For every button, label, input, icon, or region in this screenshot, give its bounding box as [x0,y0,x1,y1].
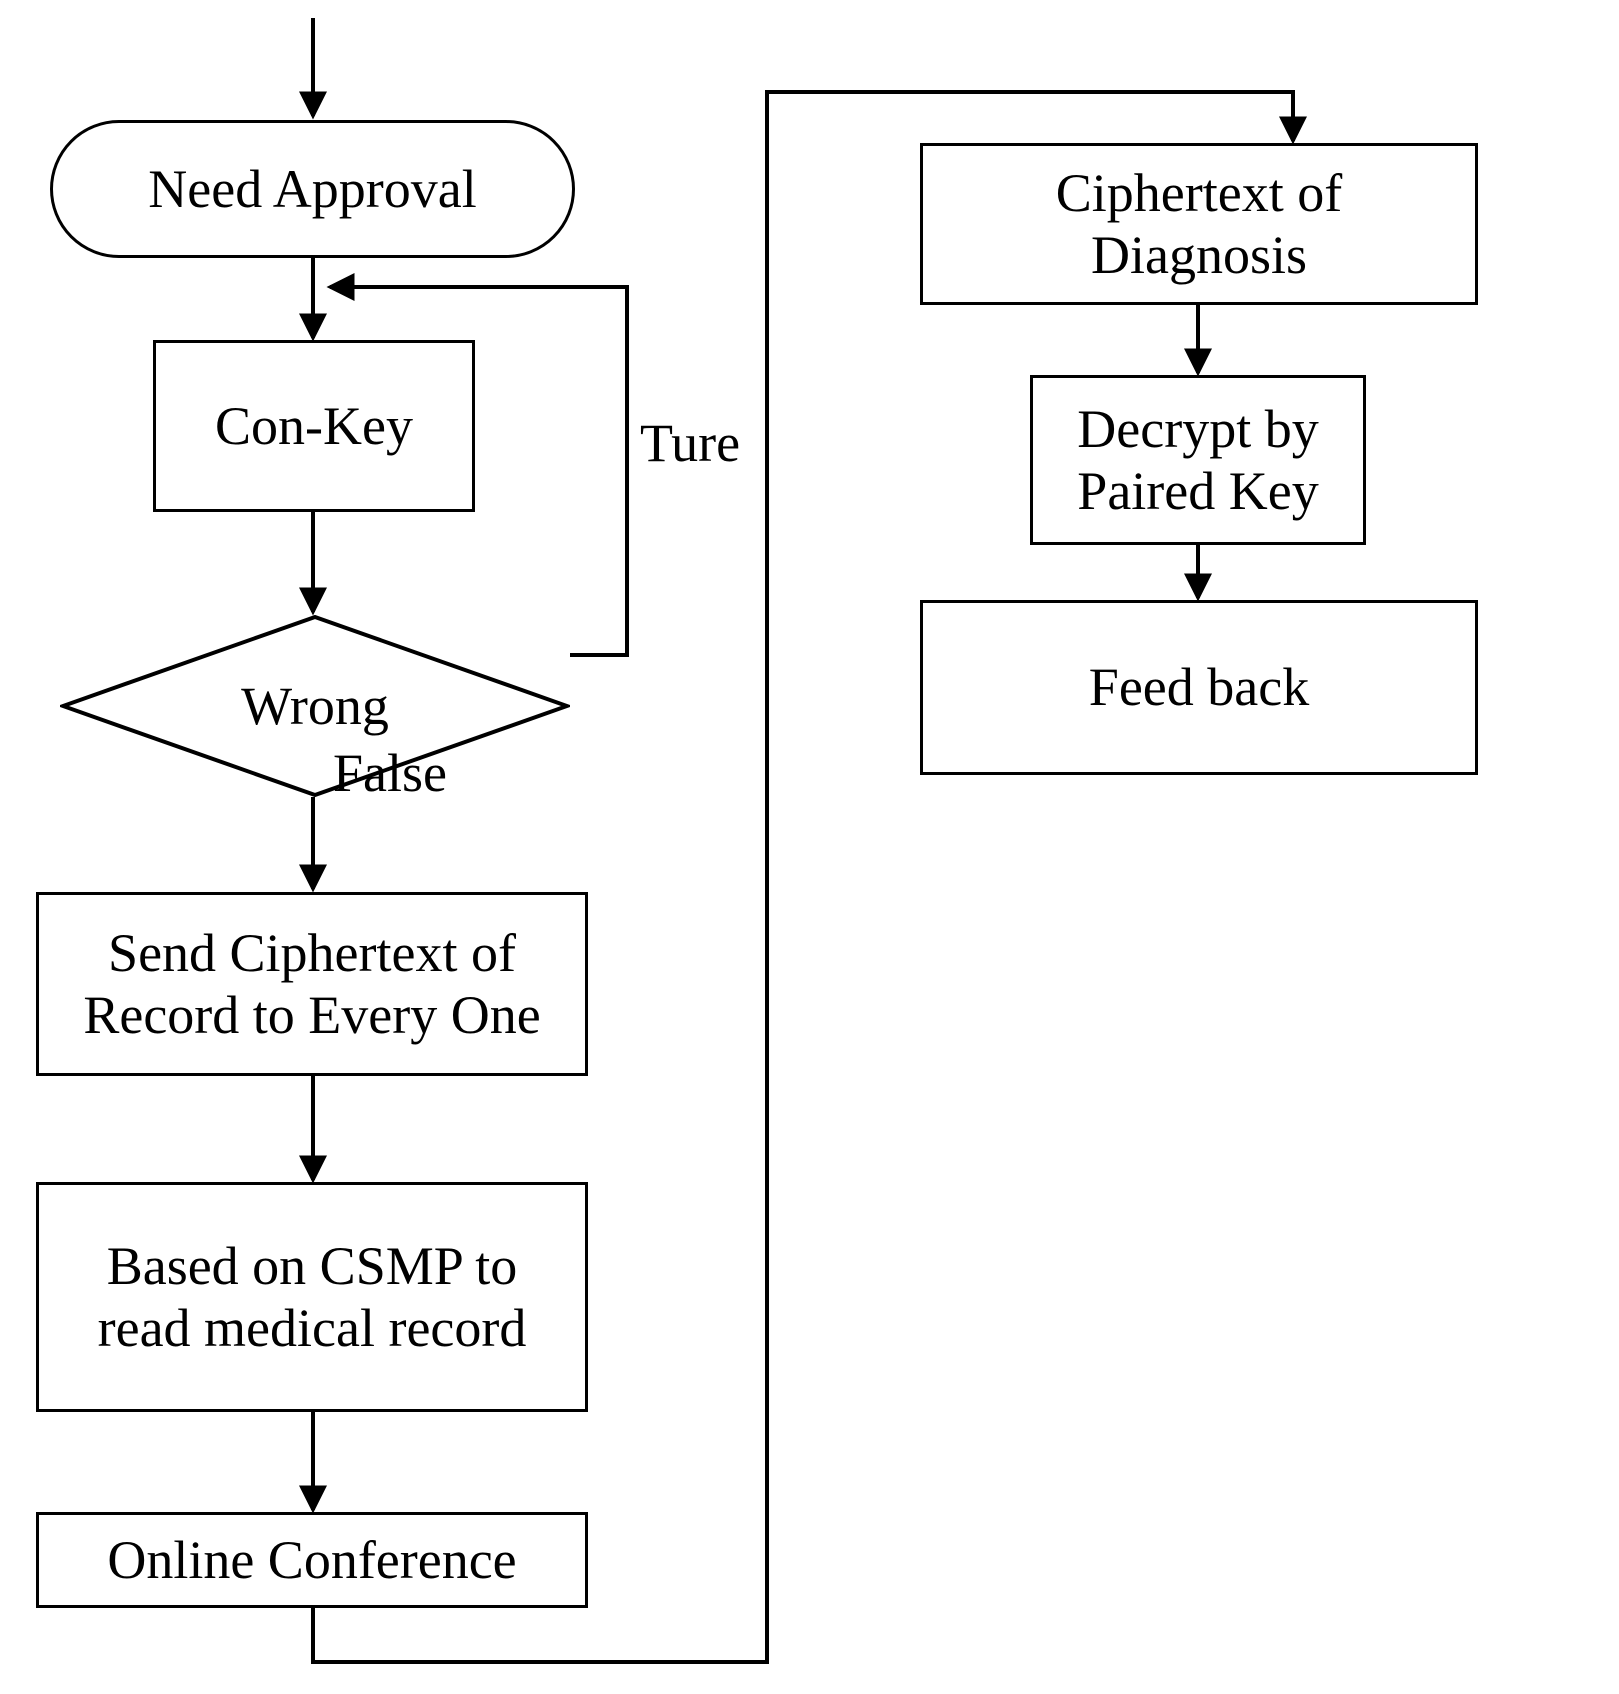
node-send-ciphertext[interactable]: Send Ciphertext of Record to Every One [36,892,588,1076]
node-ciphertext-of-diagnosis[interactable]: Ciphertext of Diagnosis [920,143,1478,305]
node-con-key[interactable]: Con-Key [153,340,475,512]
node-con-key-label: Con-Key [215,395,413,456]
node-ciphertext-of-diagnosis-label: Ciphertext of Diagnosis [1055,162,1343,285]
edge-label-false-text: False [333,743,447,803]
node-feed-back-label: Feed back [1088,657,1310,718]
node-wrong-label: Wrong [241,675,389,736]
edge-online-conference-to-ciphertext-of-diagnosis [311,90,1307,1664]
edge-wrong-true-loop [326,273,629,657]
node-decrypt-paired-key[interactable]: Decrypt by Paired Key [1030,375,1366,545]
node-online-conference-label: Online Conference [107,1529,517,1590]
node-decrypt-paired-key-label: Decrypt by Paired Key [1077,398,1319,521]
diamond-shape [60,615,570,797]
node-csmp-read-label: Based on CSMP to read medical record [97,1235,527,1358]
node-need-approval[interactable]: Need Approval [50,120,575,258]
node-wrong-label-wrap: Wrong [60,615,570,797]
node-need-approval-label: Need Approval [148,158,477,219]
node-send-ciphertext-label: Send Ciphertext of Record to Every One [83,922,541,1045]
edge-label-ture: Ture [640,412,740,474]
node-feed-back[interactable]: Feed back [920,600,1478,775]
node-wrong-decision[interactable]: Wrong [60,615,570,797]
edge-label-false: False [333,742,447,804]
edge-label-ture-text: Ture [640,413,741,473]
node-online-conference[interactable]: Online Conference [36,1512,588,1608]
node-csmp-read[interactable]: Based on CSMP to read medical record [36,1182,588,1412]
